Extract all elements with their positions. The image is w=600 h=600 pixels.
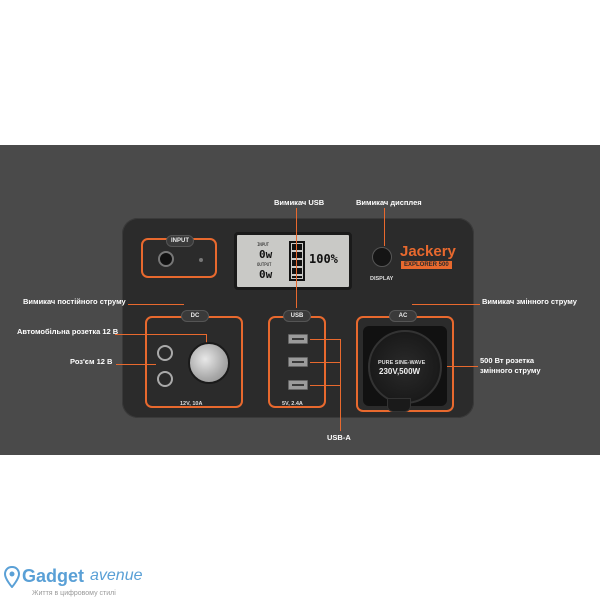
display-button-label: DISPLAY bbox=[370, 276, 394, 282]
usb-a-pointer-h3 bbox=[310, 385, 341, 386]
battery-fill bbox=[292, 244, 302, 278]
usb-a-pointer-h1 bbox=[310, 339, 341, 340]
car-socket[interactable] bbox=[188, 342, 230, 384]
input-port[interactable] bbox=[158, 251, 174, 267]
gadget-avenue-logo: Gadget avenue Життя в цифровому стилі bbox=[4, 566, 154, 600]
battery-icon bbox=[289, 241, 305, 281]
usb-rating: 5V, 2.4A bbox=[282, 401, 303, 407]
ac-outlet-latch bbox=[387, 398, 411, 412]
usb-switch-pointer-line bbox=[296, 208, 297, 308]
dc-connector-bottom[interactable] bbox=[157, 371, 173, 387]
ac-outlet[interactable] bbox=[368, 330, 442, 404]
lcd-output-label: OUTPUT bbox=[257, 262, 272, 267]
usb-port-2[interactable] bbox=[288, 357, 308, 367]
ac-outlet-label-line1: 500 Вт розетка bbox=[480, 356, 535, 365]
logo-brand-bold: Gadget bbox=[22, 566, 85, 586]
connector-label: Роз'єм 12 В bbox=[70, 357, 113, 366]
usb-a-label: USB-A bbox=[327, 433, 351, 442]
car-socket-label: Автомобільна розетка 12 В bbox=[17, 327, 119, 336]
dc-pointer-line bbox=[128, 304, 184, 305]
usb-port-3[interactable] bbox=[288, 380, 308, 390]
lcd-display: INPUT 0w OUTPUT 0w 100% bbox=[234, 232, 352, 290]
lcd-battery-percent: 100% bbox=[309, 252, 338, 266]
lcd-output-value: 0w bbox=[259, 268, 273, 281]
input-tag: INPUT bbox=[166, 235, 194, 247]
dc-connector-top[interactable] bbox=[157, 345, 173, 361]
dc-switch[interactable]: DC bbox=[181, 310, 209, 322]
input-indicator bbox=[199, 258, 203, 262]
display-switch-label: Вимикач дисплея bbox=[356, 198, 422, 207]
car-socket-pointer-h bbox=[115, 334, 207, 335]
logo-tagline: Життя в цифровому стилі bbox=[32, 590, 116, 597]
dc-switch-label: Вимикач постійного струму bbox=[23, 297, 126, 306]
location-pin-icon bbox=[4, 566, 20, 588]
dc-rating: 12V, 10A bbox=[180, 401, 203, 407]
display-switch-pointer-line bbox=[384, 208, 385, 246]
ac-outlet-pointer-line bbox=[440, 366, 478, 367]
ac-badge-line2: 230V,500W bbox=[379, 367, 421, 376]
ac-pointer-line bbox=[412, 304, 480, 305]
usb-a-pointer-v bbox=[340, 339, 341, 431]
model-badge: EXPLORER 500 bbox=[401, 261, 452, 269]
usb-switch-label: Вимикач USB bbox=[274, 198, 325, 207]
ac-switch-label: Вимикач змінного струму bbox=[482, 297, 577, 306]
logo-brand-light: avenue bbox=[90, 567, 143, 584]
display-button[interactable] bbox=[372, 247, 392, 267]
brand-name: Jackery bbox=[400, 243, 456, 260]
ac-outlet-label-line2: змінного струму bbox=[480, 366, 541, 375]
lcd-input-value: 0w bbox=[259, 248, 273, 261]
ac-badge-line1: PURE SINE-WAVE bbox=[378, 360, 426, 366]
usb-switch[interactable]: USB bbox=[283, 310, 311, 322]
connector-pointer-line bbox=[116, 364, 156, 365]
usb-port-1[interactable] bbox=[288, 334, 308, 344]
car-socket-pointer-v bbox=[206, 334, 207, 346]
lcd-input-label: INPUT bbox=[257, 242, 270, 247]
usb-a-pointer-h2 bbox=[310, 362, 341, 363]
ac-switch[interactable]: AC bbox=[389, 310, 417, 322]
